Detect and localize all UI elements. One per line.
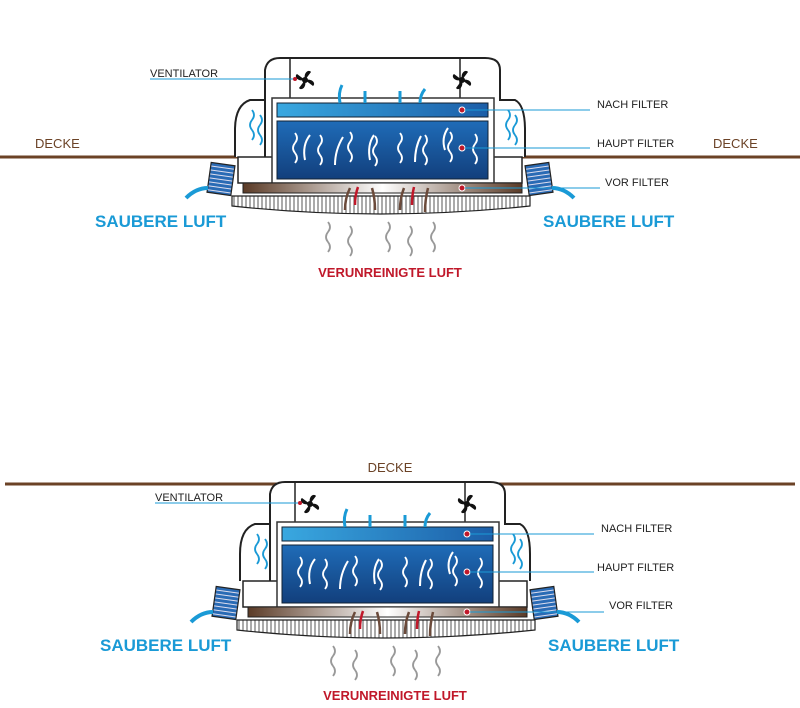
clean-air-label-left: SAUBERE LUFT <box>100 636 232 655</box>
main-filter-label: HAUPT FILTER <box>597 138 674 150</box>
top-diagram: DECKE DECKE VENTILATOR NACH FILTER HAUPT… <box>0 58 800 280</box>
main-filter-label: HAUPT FILTER <box>597 562 674 574</box>
purifier-unit <box>186 58 574 256</box>
clean-air-label-right: SAUBERE LUFT <box>543 212 675 231</box>
clean-air-label-right: SAUBERE LUFT <box>548 636 680 655</box>
pre-filter-label: VOR FILTER <box>605 177 669 189</box>
ceiling-label-right: DECKE <box>713 136 758 151</box>
bottom-diagram: DECKE VENTILATOR NACH FILTER HAUPT FILTE… <box>5 460 795 703</box>
post-filter-label: NACH FILTER <box>597 99 668 111</box>
dirty-air-label: VERUNREINIGTE LUFT <box>323 688 467 703</box>
fan-label: VENTILATOR <box>150 68 218 80</box>
dirty-air-label: VERUNREINIGTE LUFT <box>318 265 462 280</box>
clean-air-label-left: SAUBERE LUFT <box>95 212 227 231</box>
ceiling-label-left: DECKE <box>35 136 80 151</box>
pre-filter-label: VOR FILTER <box>609 600 673 612</box>
fan-label: VENTILATOR <box>155 492 223 504</box>
post-filter-label: NACH FILTER <box>601 523 672 535</box>
ceiling-label: DECKE <box>368 460 413 475</box>
purifier-unit <box>191 482 579 680</box>
